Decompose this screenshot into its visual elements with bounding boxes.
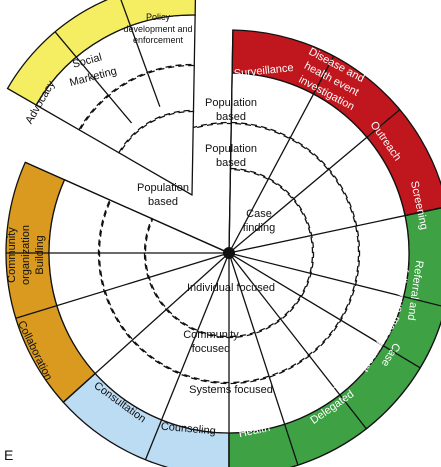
level-label-population-outer-2: based (216, 111, 246, 123)
level-label-systems: Systems focused (189, 384, 273, 396)
figure-letter: E (4, 447, 13, 463)
detached-spoke-0 (54, 31, 133, 124)
segment-label-policy-3: enforcement (133, 35, 184, 45)
detached-dash-2 (117, 109, 195, 155)
segment-label-community-org-3: Building (34, 235, 46, 274)
level-label-case-finding-1: Case (246, 208, 272, 220)
spoke-5 (228, 252, 421, 369)
spoke-0 (228, 30, 234, 254)
spoke-1 (228, 55, 335, 254)
spoke-2 (228, 109, 401, 254)
segment-label-community-org-2: organization (20, 225, 32, 285)
spoke-13 (25, 161, 230, 254)
spoke-10 (62, 252, 230, 403)
rings (6, 0, 410, 434)
band-yellow (6, 0, 197, 106)
spokes (6, 30, 441, 467)
dashed-ring-outer (97, 121, 361, 385)
detached-spoke-1 (120, 0, 161, 107)
level-label-population-segment-2: based (148, 196, 178, 208)
segment-label-policy-2: development and (123, 24, 192, 34)
detached-dash-1 (78, 63, 195, 132)
level-label-individual: Individual focused (187, 282, 275, 294)
level-label-case-finding-2: finding (243, 222, 275, 234)
spoke-3 (228, 207, 441, 254)
level-label-population-outer-1: Population (205, 97, 257, 109)
level-label-population-segment-1: Population (137, 182, 189, 194)
level-label-population-inner-1: Population (205, 143, 257, 155)
level-label-community-1: Community (183, 329, 239, 341)
spoke-11 (15, 252, 230, 319)
segment-label-counseling: Counseling (160, 421, 216, 438)
inner-disk (48, 72, 410, 434)
spoke-7 (228, 252, 299, 466)
level-label-community-2: focused (192, 343, 231, 355)
detached-population-wedge (6, 0, 197, 196)
spoke-9 (144, 252, 230, 461)
hub (223, 247, 235, 259)
segment-label-policy-1: Policy (146, 12, 171, 22)
segment-label-community-org-1: Community (6, 227, 18, 283)
level-label-population-inner-2: based (216, 157, 246, 169)
spoke-6 (228, 252, 367, 430)
spoke-4 (228, 252, 441, 307)
